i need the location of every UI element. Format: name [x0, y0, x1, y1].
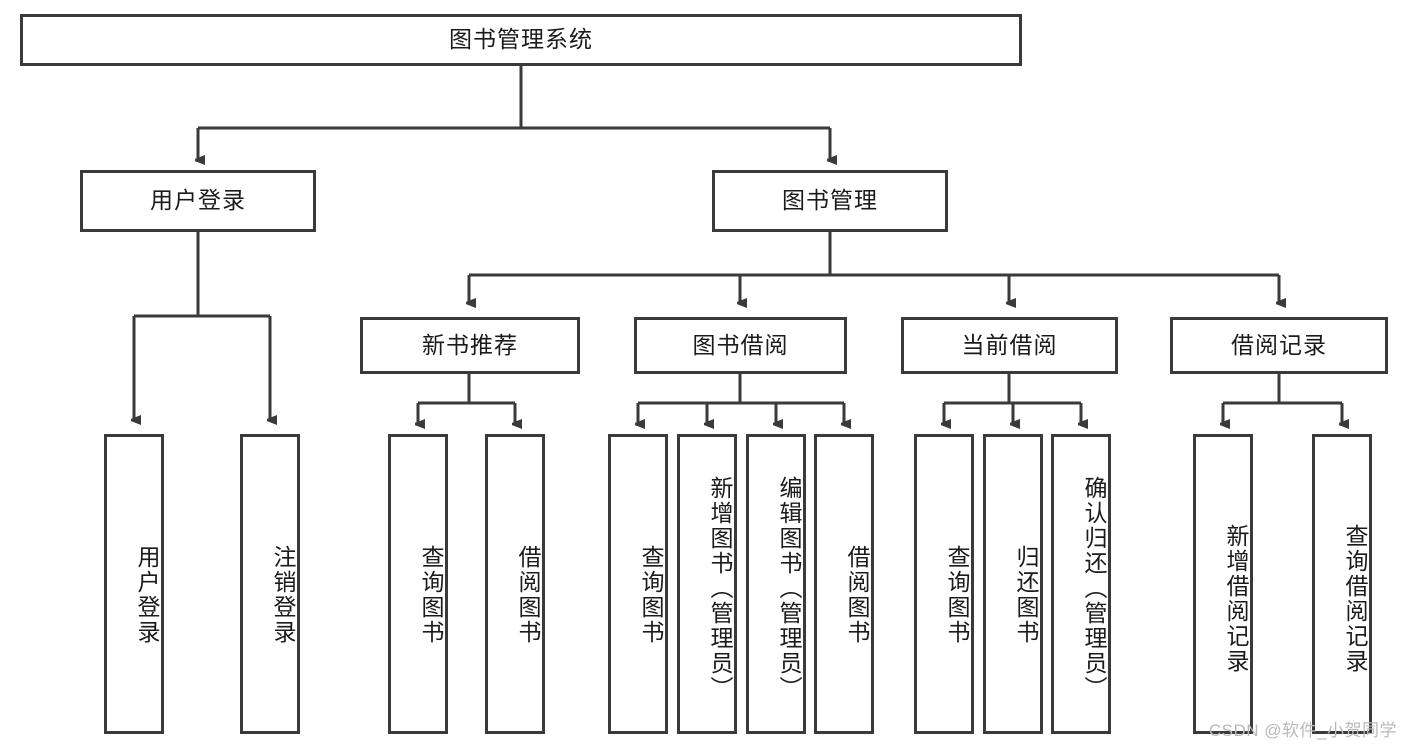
leaf-borrow-book-1[interactable]: 借阅图书 [485, 434, 545, 734]
node-label: 借阅记录 [1231, 331, 1327, 358]
node-root-system[interactable]: 图书管理系统 [20, 14, 1022, 66]
leaf-add-record[interactable]: 新增借阅记录 [1193, 434, 1253, 734]
node-current-borrow[interactable]: 当前借阅 [901, 317, 1118, 374]
node-label: 编辑图书（管理员） [776, 475, 802, 701]
node-book-manage[interactable]: 图书管理 [712, 170, 948, 232]
node-label: 当前借阅 [961, 331, 1058, 358]
node-label: 图书借阅 [692, 331, 789, 358]
node-book-borrow[interactable]: 图书借阅 [634, 317, 847, 374]
node-label: 图书管理 [782, 187, 878, 214]
node-label: 用户登录 [134, 545, 160, 645]
node-label: 查询借阅记录 [1342, 524, 1368, 674]
leaf-query-book-1[interactable]: 查询图书 [388, 434, 448, 734]
node-label: 查询图书 [944, 545, 970, 645]
node-label: 借阅图书 [844, 545, 870, 645]
node-label: 新增图书（管理员） [707, 475, 733, 701]
leaf-add-book[interactable]: 新增图书（管理员） [677, 434, 737, 734]
node-label: 查询图书 [418, 545, 444, 645]
leaf-query-record[interactable]: 查询借阅记录 [1312, 434, 1372, 734]
leaf-user-login[interactable]: 用户登录 [104, 434, 164, 734]
leaf-borrow-book-2[interactable]: 借阅图书 [814, 434, 874, 734]
node-label: 图书管理系统 [449, 26, 593, 53]
watermark-text: CSDN @软件_小贺同学 [1208, 721, 1397, 740]
node-label: 新增借阅记录 [1223, 524, 1249, 674]
node-label: 查询图书 [638, 545, 664, 645]
node-label: 确认归还（管理员） [1081, 475, 1107, 701]
node-new-book-rec[interactable]: 新书推荐 [360, 317, 580, 374]
leaf-edit-book[interactable]: 编辑图书（管理员） [746, 434, 806, 734]
node-label: 归还图书 [1013, 545, 1039, 645]
node-user-login[interactable]: 用户登录 [80, 170, 316, 232]
leaf-return-book[interactable]: 归还图书 [983, 434, 1043, 734]
node-borrow-record[interactable]: 借阅记录 [1170, 317, 1388, 374]
leaf-query-book-2[interactable]: 查询图书 [608, 434, 668, 734]
leaf-confirm-return[interactable]: 确认归还（管理员） [1051, 434, 1111, 734]
node-label: 借阅图书 [515, 545, 541, 645]
leaf-query-book-3[interactable]: 查询图书 [914, 434, 974, 734]
node-label: 用户登录 [150, 187, 246, 214]
node-label: 注销登录 [270, 545, 296, 645]
leaf-logout-login[interactable]: 注销登录 [240, 434, 300, 734]
node-label: 新书推荐 [422, 331, 518, 358]
